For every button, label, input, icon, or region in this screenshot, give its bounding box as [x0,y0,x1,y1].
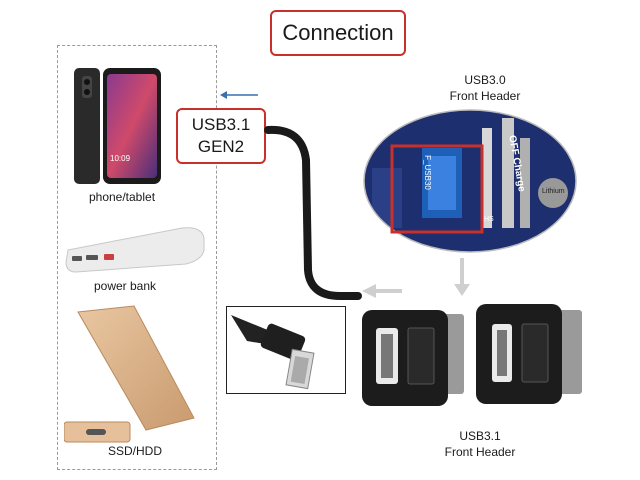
board-port-label: F_USB30 [422,155,432,190]
arrow-gray-left-icon [362,284,402,298]
powerbank-caption: power bank [93,279,157,293]
board-hs-label: HS [484,216,494,223]
page-title: Connection [282,20,394,45]
usb30-header-label: USB3.0 Front Header [440,72,530,104]
ssd-caption: SSD/HDD [107,444,162,458]
usb30-line1: USB3.0 [464,73,506,87]
usb31-header-label: USB3.1 Front Header [430,428,530,460]
cable-tag-line2: GEN2 [197,137,245,156]
cable-tag: USB3.1 GEN2 [176,108,266,164]
cable [262,120,362,320]
ssd-image [63,298,204,443]
cable-tag-line1: USB3.1 [191,115,251,134]
connector-inset [226,306,346,394]
arrow-left-icon [218,88,260,102]
motherboard-image: F_USB30 OFF Charge Lithium HS [362,108,578,254]
phone-clock: 10:09 [110,154,131,163]
phone-image: 10:09 [70,66,166,186]
adapter-front-image [360,306,470,410]
device-panel [57,45,217,470]
phone-caption: phone/tablet [88,190,156,204]
usb30-line2: Front Header [449,89,521,103]
title-box: Connection [270,10,406,56]
usb31-line2: Front Header [444,445,516,459]
usb31-line1: USB3.1 [459,429,501,443]
powerbank-image [62,220,212,278]
arrow-down-icon [454,258,470,298]
board-battery-label: Lithium [542,188,565,195]
adapter-back-image [474,300,586,410]
